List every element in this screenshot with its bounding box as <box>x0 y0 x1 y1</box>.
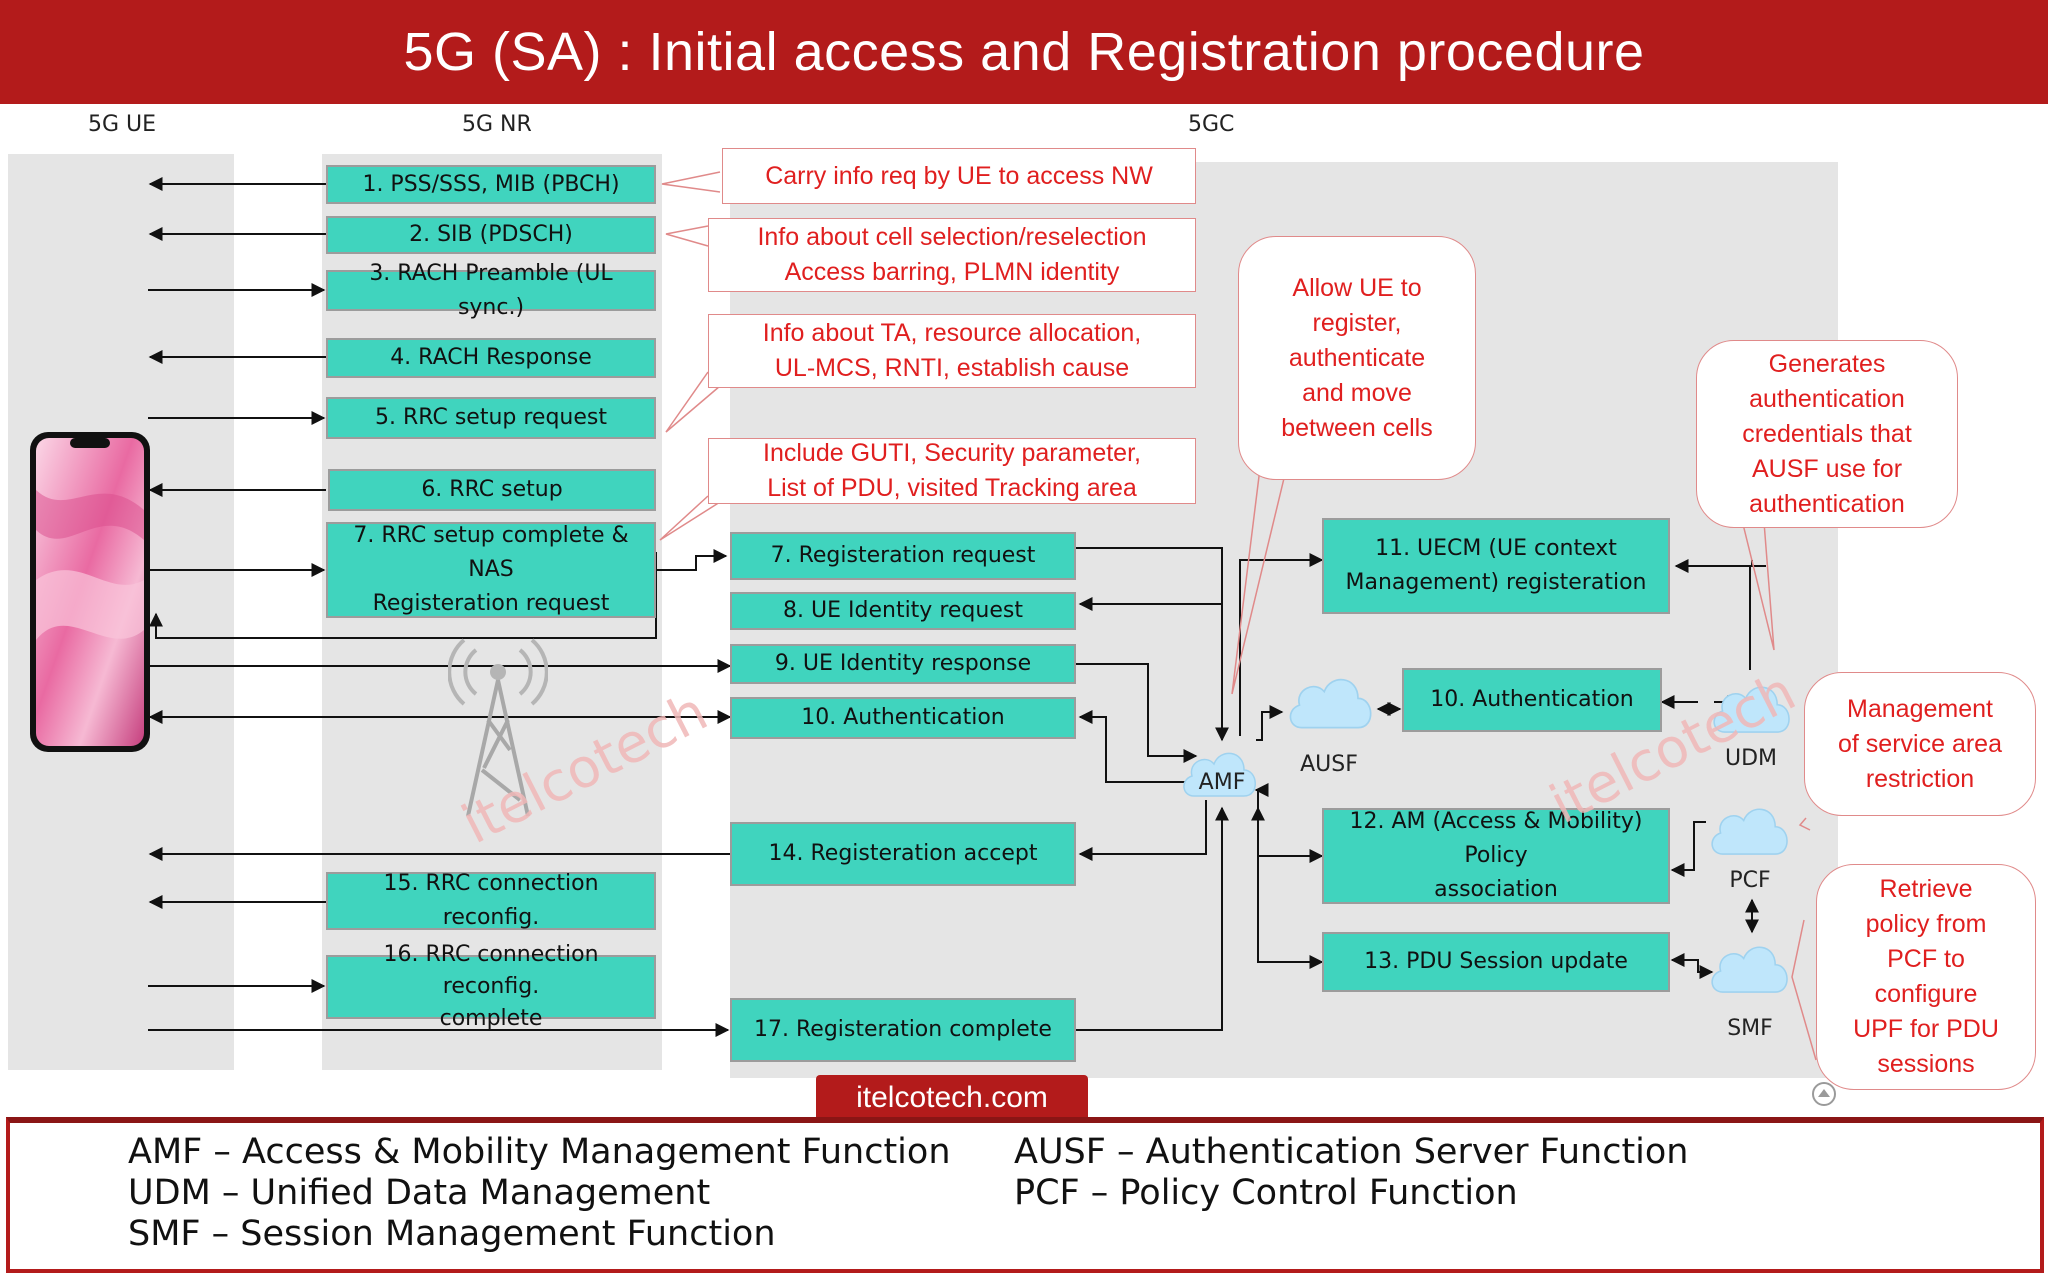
ausf-label: AUSF <box>1300 752 1358 777</box>
smf-label: SMF <box>1727 1016 1773 1041</box>
note-guti-security-line-1: Include GUTI, Security parameter, <box>763 439 1141 467</box>
msg-12-line-1: 12. AM (Access & Mobility) Policy <box>1349 809 1643 868</box>
msg-17-registration-complete: 17. Registeration complete <box>730 998 1076 1062</box>
msg-15-rrc-reconfig: 15. RRC connection reconfig. <box>326 871 656 930</box>
msg-1-pss-sss-mib: 1. PSS/SSS, MIB (PBCH) <box>326 165 656 204</box>
note-amf-line-2: register, <box>1312 308 1402 337</box>
page-title: 5G (SA) : Initial access and Registratio… <box>0 0 2048 104</box>
note-amf-line-3: authenticate <box>1288 343 1426 372</box>
note-cell-selection-line-2: Access barring, PLMN identity <box>784 258 1120 286</box>
legend-udm: UDM – Unified Data Management <box>128 1173 711 1213</box>
note-guti-security: Include GUTI, Security parameter, List o… <box>708 438 1196 504</box>
msg-11-line-2: Management) registeration <box>1345 570 1647 595</box>
msg-5-rrc-setup-request: 5. RRC setup request <box>326 397 656 439</box>
note-smf-line-6: sessions <box>1877 1050 1975 1078</box>
note-pcf-line-1: Management <box>1847 694 1993 723</box>
note-smf-line-4: configure <box>1874 980 1978 1008</box>
note-amf-line-5: between cells <box>1281 413 1433 442</box>
msg-13-pdu-session-update: 13. PDU Session update <box>1322 932 1670 992</box>
amf-label: AMF <box>1198 770 1246 795</box>
msg-11-uecm-registration: 11. UECM (UE context Management) registe… <box>1322 518 1670 614</box>
note-udm-line-4: AUSF use for <box>1751 454 1903 483</box>
msg-2-sib: 2. SIB (PDSCH) <box>326 216 656 254</box>
note-ta-resource-line-2: UL-MCS, RNTI, establish cause <box>774 354 1130 382</box>
site-link[interactable]: itelcotech.com <box>816 1075 1088 1121</box>
note-udm-line-2: authentication <box>1749 384 1905 413</box>
note-smf-line-1: Retrieve <box>1879 875 1973 903</box>
legend-pcf: PCF – Policy Control Function <box>1014 1173 1518 1213</box>
msg-12-am-policy-association: 12. AM (Access & Mobility) Policy associ… <box>1322 808 1670 904</box>
note-udm-role: Generates authentication credentials tha… <box>1696 340 1958 528</box>
note-guti-security-line-2: List of PDU, visited Tracking area <box>767 474 1137 502</box>
msg-16-rrc-reconfig-complete: 16. RRC connection reconfig. complete <box>326 942 656 1031</box>
msg-7-registration-request: 7. Registeration request <box>730 532 1076 580</box>
note-amf-line-4: and move <box>1302 378 1412 407</box>
note-pcf-role: Management of service area restriction <box>1804 672 2036 816</box>
smf-cloud-icon <box>1711 946 1788 993</box>
note-ta-resource-line-1: Info about TA, resource allocation, <box>762 319 1142 347</box>
msg-6-rrc-setup: 6. RRC setup <box>328 469 656 511</box>
legend-smf: SMF – Session Management Function <box>128 1214 776 1254</box>
msg-11-line-1: 11. UECM (UE context <box>1375 536 1617 561</box>
note-smf-line-5: UPF for PDU <box>1853 1015 1999 1043</box>
note-amf-line-1: Allow UE to <box>1292 273 1422 302</box>
note-udm-line-3: credentials that <box>1742 419 1912 448</box>
udm-label: UDM <box>1724 746 1778 771</box>
msg-4-rach-response: 4. RACH Response <box>326 338 656 378</box>
msg-16-line-1: 16. RRC connection reconfig. <box>383 942 599 999</box>
cell-tower-icon <box>448 638 548 817</box>
msg-7-line-2: Registeration request <box>372 591 610 616</box>
pcf-label: PCF <box>1729 868 1771 893</box>
msg-14-registration-accept: 14. Registeration accept <box>730 822 1076 886</box>
lane-header-nr: 5G NR <box>462 112 532 137</box>
note-access-info-text: Carry info req by UE to access NW <box>765 161 1153 190</box>
udm-cloud-icon <box>1713 686 1790 733</box>
lane-header-core: 5GC <box>1188 112 1235 137</box>
smartphone-icon <box>30 432 150 752</box>
msg-12-line-2: association <box>1434 877 1558 902</box>
note-access-info: Carry info req by UE to access NW <box>722 148 1196 204</box>
lane-header-ue: 5G UE <box>88 112 157 137</box>
msg-7-rrc-setup-complete: 7. RRC setup complete & NAS Registeratio… <box>326 522 656 618</box>
note-pcf-line-3: restriction <box>1865 764 1975 793</box>
note-pcf-line-2: of service area <box>1838 729 2002 758</box>
note-smf-line-3: PCF to <box>1887 945 1965 973</box>
note-ta-resource: Info about TA, resource allocation, UL-M… <box>708 314 1196 388</box>
scroll-up-icon[interactable] <box>1810 1080 1838 1108</box>
note-cell-selection-line-1: Info about cell selection/reselection <box>757 223 1147 251</box>
msg-3-rach-preamble: 3. RACH Preamble (UL sync.) <box>326 261 656 320</box>
msg-10-authentication: 10. Authentication <box>730 697 1076 739</box>
legend-amf: AMF – Access & Mobility Management Funct… <box>128 1132 951 1172</box>
msg-9-ue-identity-response: 9. UE Identity response <box>730 644 1076 684</box>
msg-7-line-1: 7. RRC setup complete & NAS <box>353 523 629 582</box>
pcf-cloud-icon <box>1711 808 1788 855</box>
note-cell-selection: Info about cell selection/reselection Ac… <box>708 218 1196 292</box>
msg-10-nf-authentication: 10. Authentication <box>1402 668 1662 732</box>
note-amf-role: Allow UE to register, authenticate and m… <box>1238 236 1476 480</box>
msg-8-ue-identity-request: 8. UE Identity request <box>730 592 1076 630</box>
note-smf-line-2: policy from <box>1865 910 1987 938</box>
note-smf-role: Retrieve policy from PCF to configure UP… <box>1816 864 2036 1090</box>
legend-box <box>6 1117 2044 1273</box>
amf-cloud-icon <box>1183 752 1256 797</box>
note-udm-line-1: Generates <box>1768 349 1886 378</box>
msg-16-line-2: complete <box>439 1006 543 1031</box>
note-udm-line-5: authentication <box>1749 489 1905 518</box>
legend-ausf: AUSF – Authentication Server Function <box>1014 1132 1689 1172</box>
ausf-cloud-icon <box>1289 678 1372 729</box>
